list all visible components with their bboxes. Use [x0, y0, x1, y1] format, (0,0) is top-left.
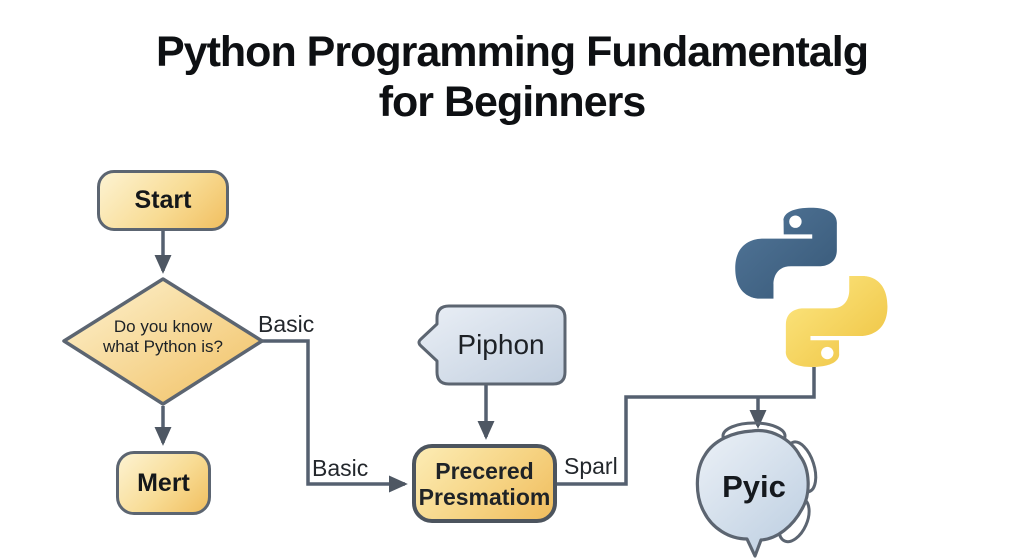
- start-node: Start: [97, 170, 229, 231]
- pyic-node-label: Pyic: [702, 469, 806, 505]
- python-logo-yellow-eye: [821, 346, 834, 360]
- python-logo-yellow-snake: [785, 276, 888, 367]
- piphon-node-label: Piphon: [437, 306, 565, 384]
- page-title: Python Programming Fundamentalg for Begi…: [0, 28, 1024, 128]
- start-node-label: Start: [134, 186, 192, 214]
- piphon-node-text: Piphon: [457, 329, 545, 360]
- edge-decision-to-precered: [262, 339, 408, 493]
- pyic-cloud-shape: [695, 428, 810, 558]
- python-logo-blue-eye: [789, 215, 802, 228]
- page-title-line1: Python Programming Fundamentalg: [156, 28, 869, 76]
- python-logo-blue-snake: [735, 207, 837, 299]
- page-title-line2: for Beginners: [378, 77, 647, 126]
- precered-node: Precered Presmatiom: [412, 444, 557, 523]
- decision-text-line1: Do you know: [113, 317, 213, 336]
- edge-label-basic-lower: Basic: [312, 455, 369, 481]
- piphon-bubble-shape: [417, 304, 567, 386]
- decision-node-label: Do you know what Python is?: [83, 317, 243, 358]
- python-logo-icon: [735, 207, 888, 367]
- decision-diamond-shape: [62, 277, 264, 406]
- mert-node-label: Mert: [137, 468, 190, 497]
- edge-precered-to-logo: [557, 367, 816, 486]
- edge-label-sparl: Sparl: [564, 453, 618, 479]
- decision-text-line2: what Python is?: [102, 337, 223, 357]
- precered-node-line1: Precered: [435, 457, 534, 484]
- precered-node-line2: Presmatiom: [418, 483, 551, 510]
- pyic-node-text: Pyic: [722, 469, 786, 504]
- edge-label-basic-upper: Basic: [258, 311, 315, 337]
- mert-node: Mert: [116, 451, 211, 515]
